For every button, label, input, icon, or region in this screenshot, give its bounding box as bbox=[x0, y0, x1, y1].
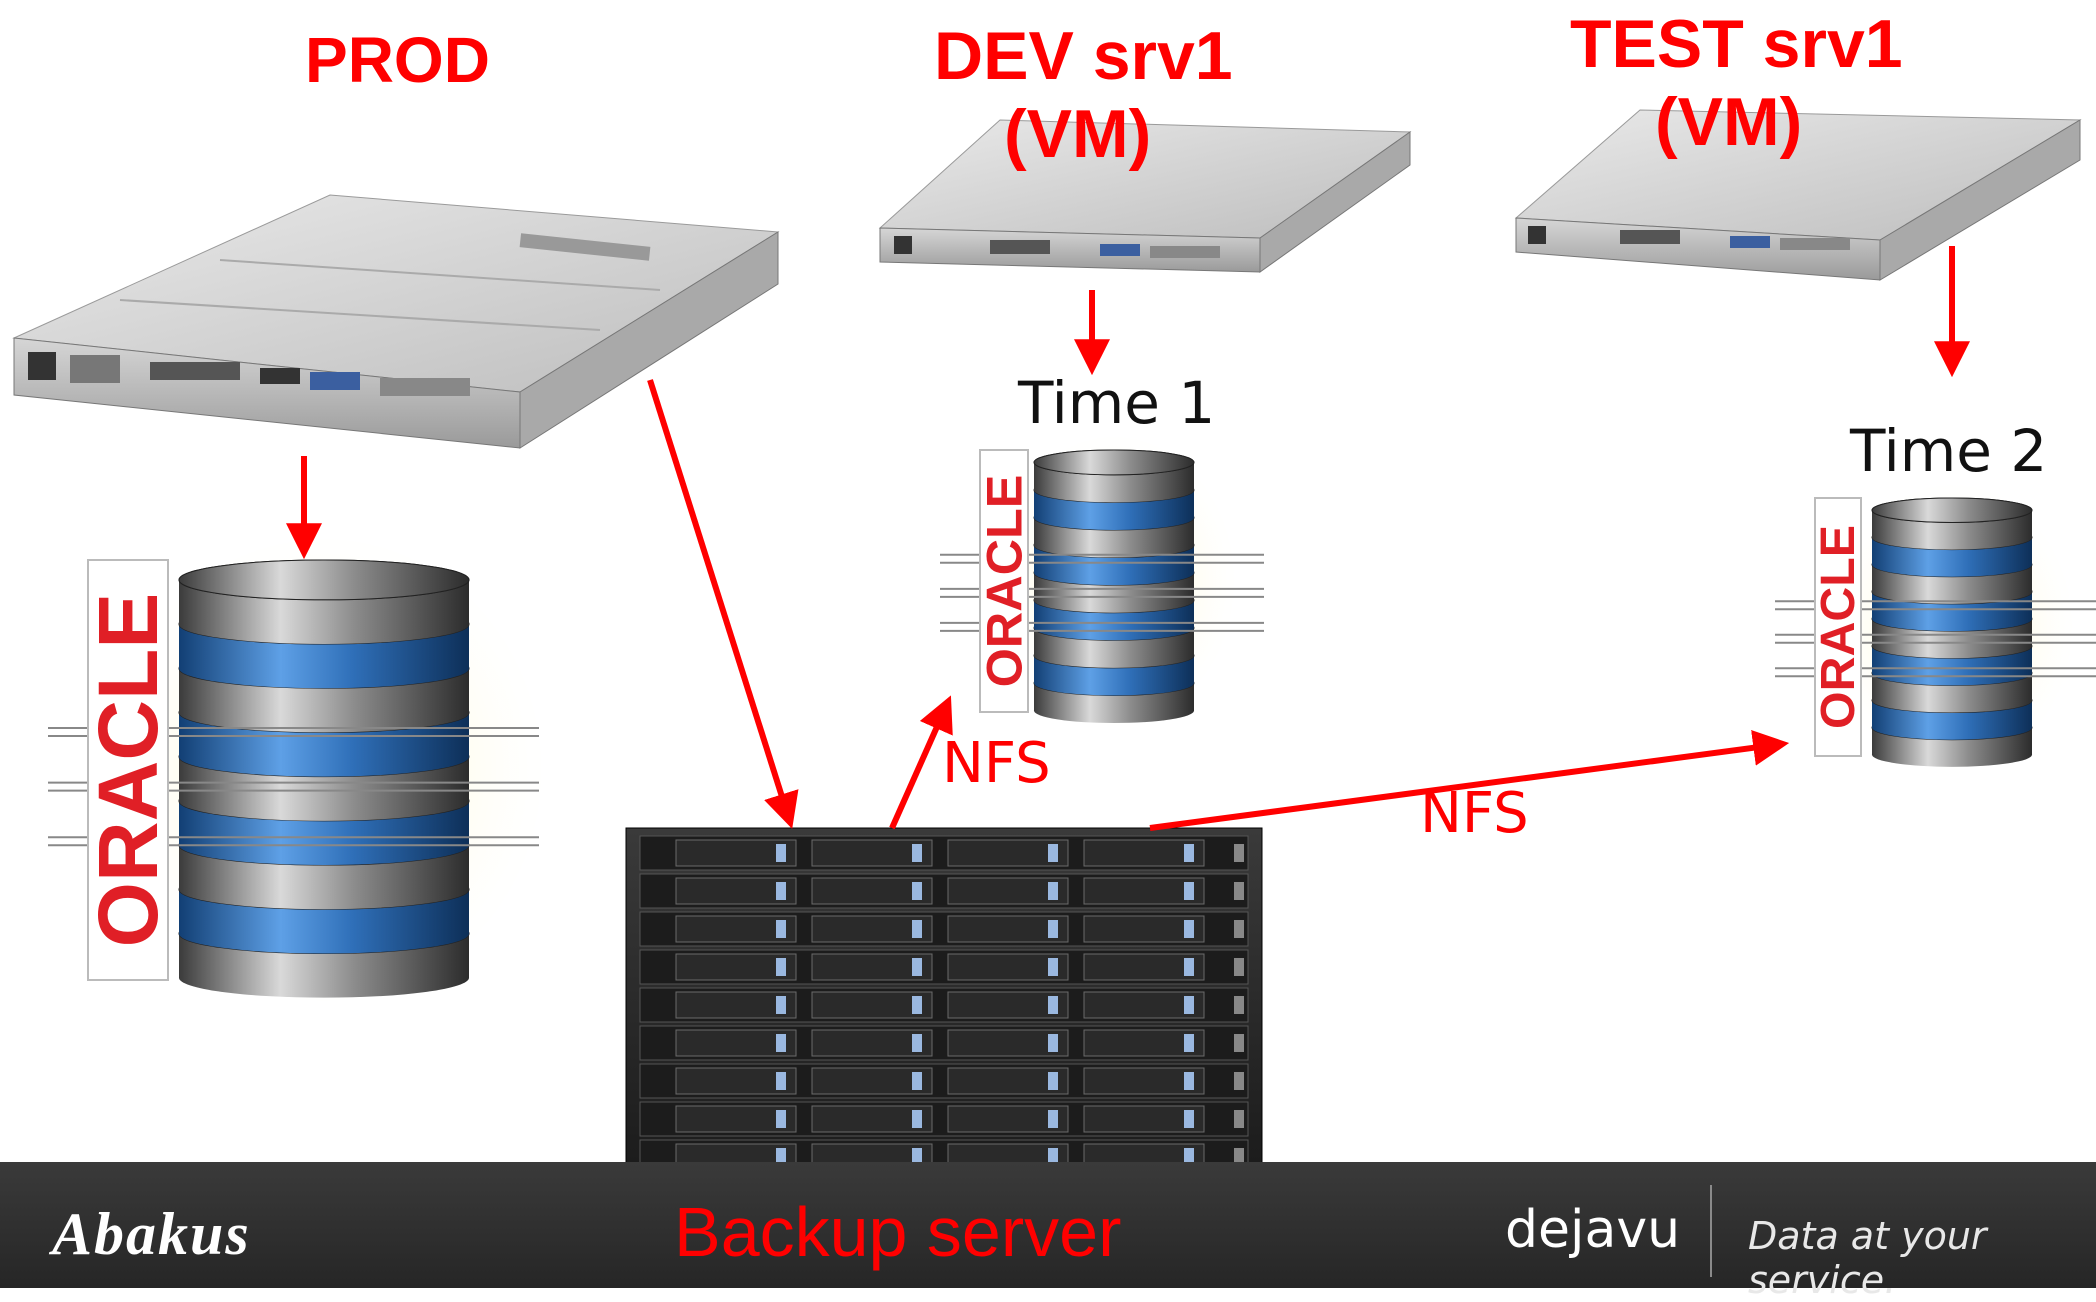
arrow-backup-to-test-nfs bbox=[1149, 729, 1790, 831]
footer-divider bbox=[1710, 1185, 1712, 1277]
prod-oracle-db: ORACLE bbox=[48, 539, 542, 1001]
arrows bbox=[286, 246, 1970, 831]
time2-label: Time 2 bbox=[1850, 417, 2048, 485]
oracle-logo-text: ORACLE bbox=[1811, 525, 1865, 729]
arrow-prod-to-backup bbox=[647, 379, 799, 829]
prod-title: PROD bbox=[305, 24, 490, 96]
footer-tagline: Data at your service. bbox=[1748, 1214, 1987, 1302]
prod-server bbox=[12, 194, 780, 449]
dev-title-line2: (VM) bbox=[1004, 96, 1152, 172]
abakus-logo: Abakus bbox=[52, 1201, 251, 1267]
oracle-logo-text: ORACLE bbox=[976, 475, 1033, 688]
dev-server bbox=[878, 119, 1412, 273]
time1-label: Time 1 bbox=[1018, 369, 1216, 437]
arrow-backup-to-dev-nfs bbox=[889, 695, 953, 830]
backup-server-label: Backup server bbox=[674, 1193, 1122, 1271]
oracle-logo-text: ORACLE bbox=[81, 593, 175, 948]
test-server bbox=[1514, 109, 2082, 281]
dev-title-line1: DEV srv1 bbox=[934, 18, 1233, 94]
nfs-label-dev: NFS bbox=[942, 731, 1051, 796]
test-oracle-db: ORACLE bbox=[1775, 485, 2096, 769]
test-title-line1: TEST srv1 bbox=[1570, 6, 1903, 82]
nfs-label-test: NFS bbox=[1420, 781, 1529, 846]
test-title-line2: (VM) bbox=[1655, 84, 1803, 160]
dev-oracle-db: ORACLE bbox=[940, 436, 1264, 726]
dejavu-logo: dejavu bbox=[1505, 1200, 1681, 1260]
footer-bar bbox=[0, 1162, 2096, 1288]
